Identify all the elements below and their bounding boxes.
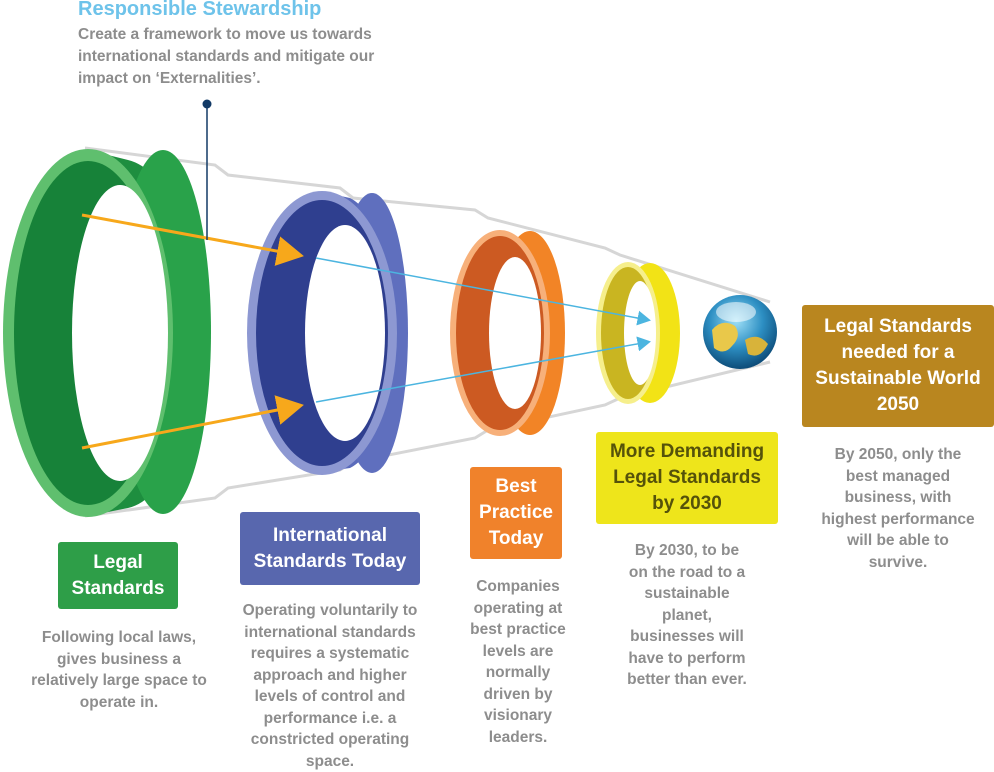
header-description: Create a framework to move us towards in… — [78, 26, 375, 87]
header-title: Responsible Stewardship — [78, 0, 322, 20]
arrow-upper-blue — [315, 257, 651, 326]
best-practice-label: Best Practice Today — [470, 467, 562, 559]
ring-2030 — [596, 262, 680, 404]
leader-dot-icon — [202, 99, 212, 109]
funnel-top-edge — [84, 146, 771, 304]
ring-international-standards — [247, 191, 408, 475]
ring-legal-standards — [3, 149, 211, 517]
international-standards-description: Operating voluntarily to international s… — [242, 602, 418, 770]
legal-standards-label: Legal Standards — [58, 542, 178, 609]
legal-standards-2030-description: By 2030, to be on the road to a sustaina… — [627, 542, 747, 688]
international-standards-label: International Standards Today — [240, 512, 420, 585]
ring-best-practice — [450, 230, 565, 436]
arrow-upper-orange — [81, 213, 304, 266]
legal-standards-description: Following local laws, gives business a r… — [31, 629, 207, 711]
legal-standards-2030-label: More Demanding Legal Standards by 2030 — [596, 432, 778, 524]
arrow-lower-orange — [81, 395, 304, 450]
arrow-lower-blue — [315, 336, 651, 403]
funnel-bottom-edge — [84, 360, 771, 518]
globe-icon — [703, 295, 777, 369]
legal-standards-2050-label: Legal Standards needed for a Sustainable… — [802, 305, 994, 427]
legal-standards-2050-description: By 2050, only the best managed business,… — [821, 446, 975, 571]
best-practice-description: Companies operating at best practice lev… — [470, 578, 566, 746]
